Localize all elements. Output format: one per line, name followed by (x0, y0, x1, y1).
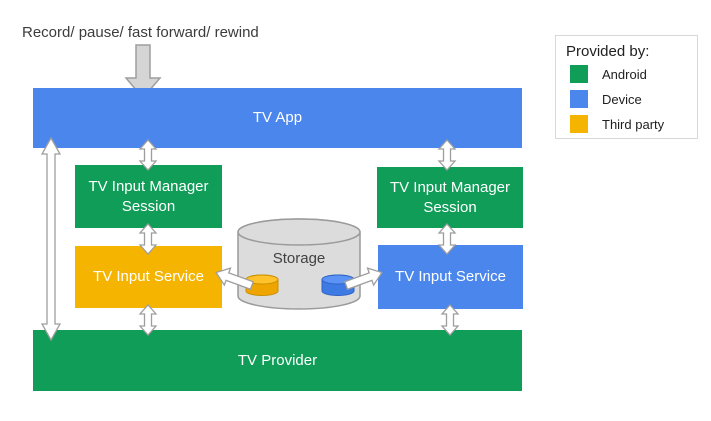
storage-to-tis-left-arrow-icon (215, 267, 255, 291)
legend-item-third-party: Third party (570, 115, 687, 133)
storage-to-tis-right-arrow-icon (343, 267, 383, 291)
tv-input-service-left-box: TV Input Service (75, 246, 222, 308)
legend-item-label: Device (602, 91, 642, 107)
tv-input-service-right-box: TV Input Service (378, 245, 523, 309)
tvapp-tims-left-double-arrow-icon (138, 139, 158, 171)
legend-item-label: Android (602, 66, 647, 82)
tv-input-manager-session-right-box: TV Input Manager Session (377, 167, 523, 228)
tims-tis-right-double-arrow-icon (437, 223, 457, 255)
storage-label: Storage (272, 250, 326, 267)
legend-item-android: Android (570, 65, 687, 83)
tims-tis-left-double-arrow-icon (138, 223, 158, 255)
third-party-color-swatch (570, 115, 588, 133)
tis-provider-left-double-arrow-icon (138, 304, 158, 336)
tvapp-tims-right-double-arrow-icon (437, 139, 457, 171)
device-color-swatch (570, 90, 588, 108)
legend-item-device: Device (570, 90, 687, 108)
tv-input-manager-session-left-box: TV Input Manager Session (75, 165, 222, 228)
tis-provider-right-double-arrow-icon (440, 304, 460, 336)
tv-provider-box: TV Provider (33, 330, 522, 391)
legend: Provided by: Android Device Third party (555, 35, 698, 139)
tv-app-box: TV App (33, 88, 522, 148)
android-color-swatch (570, 65, 588, 83)
record-controls-label: Record/ pause/ fast forward/ rewind (22, 24, 259, 41)
legend-item-label: Third party (602, 116, 665, 132)
tv-app-provider-double-arrow-icon (41, 137, 61, 341)
legend-title: Provided by: (566, 43, 650, 60)
